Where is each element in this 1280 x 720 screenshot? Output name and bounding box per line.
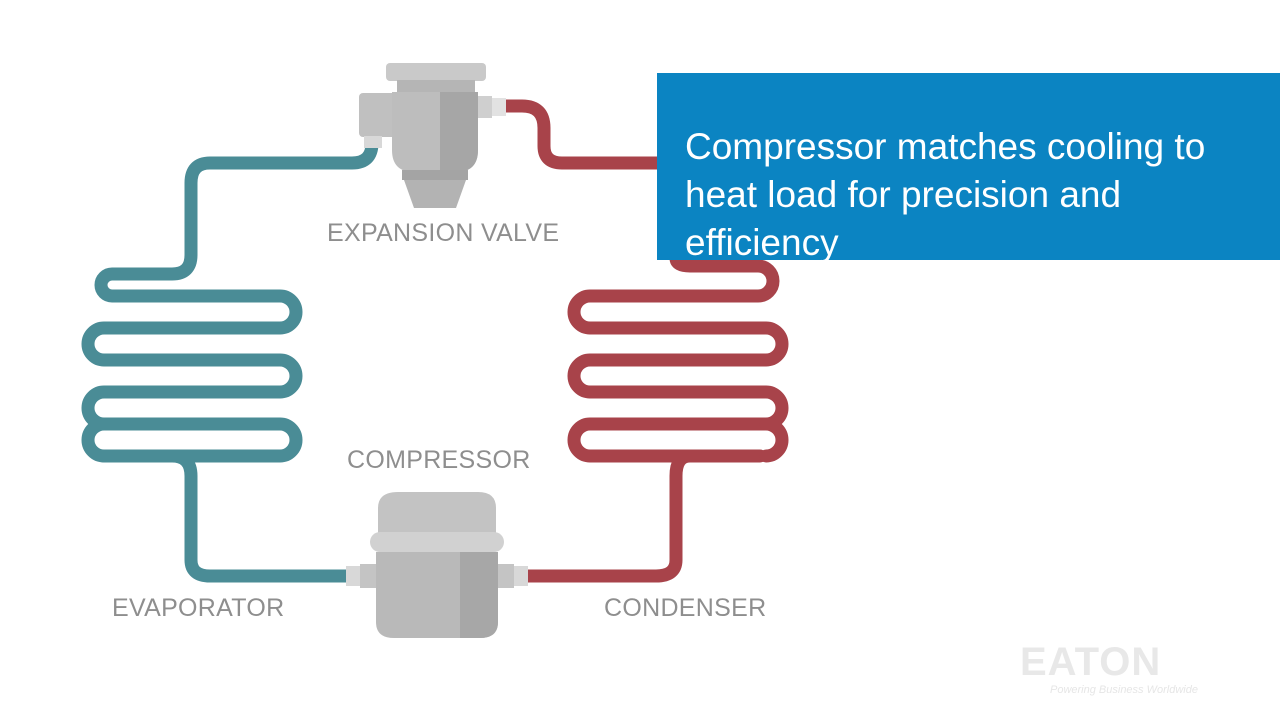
expansion-valve-icon — [359, 63, 506, 208]
callout-text: Compressor matches cooling to heat load … — [685, 126, 1206, 263]
expansion-valve-label: EXPANSION VALVE — [327, 219, 560, 247]
eaton-logo: EATON Powering Business Worldwide — [1020, 640, 1210, 700]
evaporator-coil-line — [81, 136, 379, 583]
condenser-coil-line — [498, 99, 789, 583]
evaporator-coil-bottom-return — [81, 417, 111, 463]
logo-wordmark: EATON — [1020, 640, 1162, 684]
condenser-coil-bottom-return — [759, 417, 789, 463]
evaporator-label: EVAPORATOR — [112, 594, 285, 622]
compressor-label: COMPRESSOR — [347, 446, 531, 474]
compressor-icon — [346, 492, 528, 638]
logo-tagline: Powering Business Worldwide — [1050, 684, 1198, 696]
condenser-label: CONDENSER — [604, 594, 767, 622]
callout-banner: Compressor matches cooling to heat load … — [657, 73, 1280, 263]
